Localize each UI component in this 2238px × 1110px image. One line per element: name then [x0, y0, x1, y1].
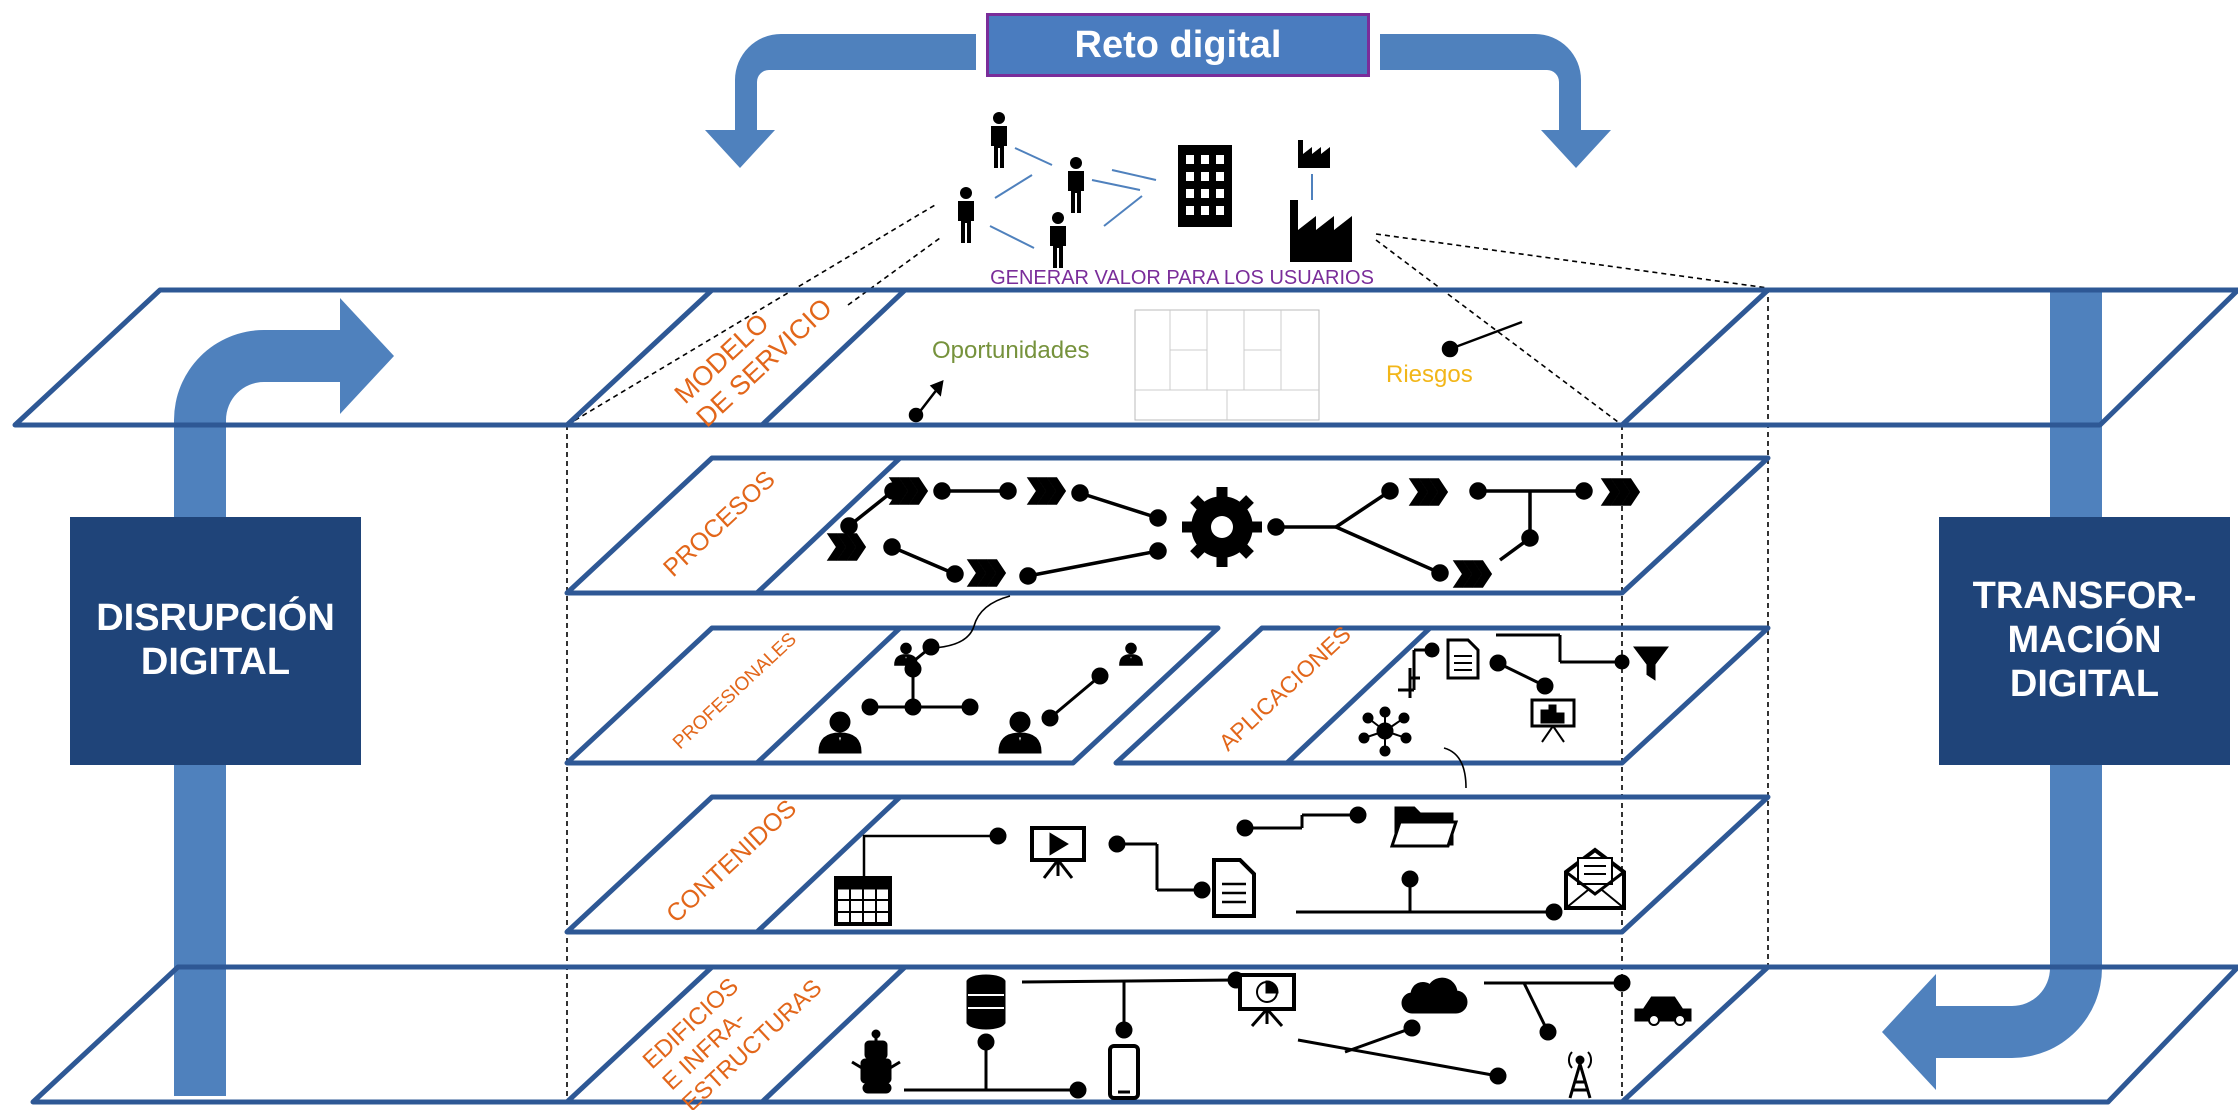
small-factory-icon: [1298, 140, 1330, 168]
network-hub-icon: [1358, 706, 1412, 757]
digital-challenge-title: Reto digital: [986, 13, 1370, 77]
layer-outlines: [12, 287, 2238, 1105]
digital-transformation-line-3: DIGITAL: [2009, 662, 2160, 705]
folder-icon: [1389, 806, 1459, 848]
robot-icon: [851, 1029, 901, 1094]
service-model-content: Oportunidades Riesgos: [908, 309, 1523, 423]
pie-presentation-icon: [1238, 973, 1296, 1027]
presentation-chart-icon: [1530, 698, 1576, 743]
large-factory-icon: [1290, 200, 1352, 262]
digital-disruption-box: DISRUPCIÓN DIGITAL: [70, 517, 361, 765]
digital-transformation-line-2: MACIÓN: [2007, 619, 2162, 662]
layer-contents-plane: [564, 794, 1771, 935]
mobile-phone-icon: [1108, 1044, 1140, 1100]
infrastructure-label: EDIFICIOS E INFRA- ESTRUCTURAS: [638, 932, 828, 1110]
envelope-icon: [1564, 847, 1626, 910]
service-model-label: MODELO DE SERVICIO: [669, 269, 838, 433]
opportunities-label: Oportunidades: [932, 337, 1089, 364]
layer-processes-plane: [564, 455, 1771, 596]
digital-transformation-line-1: TRANSFOR-: [1972, 575, 2197, 618]
database-icon: [966, 974, 1006, 1030]
document-icon: [1446, 638, 1480, 680]
calendar-icon: [834, 876, 892, 926]
contents-content: [834, 806, 1626, 926]
top-right-curved-arrow: [1380, 34, 1611, 168]
professionals-content: [818, 638, 1143, 754]
filter-icon: [1633, 646, 1669, 681]
process-to-professional-connector: [931, 595, 1011, 649]
business-canvas-thumbnail: [1134, 309, 1320, 421]
users-and-companies-icons: [958, 112, 1352, 268]
antenna-tower-icon: [1568, 1051, 1592, 1099]
processes-content: [828, 477, 1640, 588]
infrastructure-content: [851, 971, 1692, 1100]
video-presentation-icon: [1030, 826, 1086, 879]
gear-icon: [1182, 487, 1262, 567]
building-icon: [1178, 145, 1232, 227]
value-caption: GENERAR VALOR PARA LOS USUARIOS: [990, 267, 1374, 289]
digital-disruption-line-1: DISRUPCIÓN: [96, 597, 335, 640]
applications-label: APLICACIONES: [1214, 621, 1356, 756]
top-left-curved-arrow: [705, 34, 976, 168]
layer-service-model-plane: [12, 287, 2238, 428]
cloud-icon: [1401, 977, 1468, 1014]
user-connection-lines: [989, 147, 1313, 249]
layer-applications-plane: [1113, 625, 1771, 766]
car-icon: [1634, 996, 1692, 1026]
file-icon: [1212, 858, 1256, 918]
application-to-content-connector: [1443, 747, 1467, 789]
risks-label: Riesgos: [1386, 361, 1473, 388]
digital-disruption-line-2: DIGITAL: [140, 641, 291, 683]
processes-label: PROCESOS: [658, 465, 781, 582]
layer-professionals-plane: [564, 625, 1221, 766]
applications-content: [1358, 633, 1669, 757]
digital-transformation-box: TRANSFOR- MACIÓN DIGITAL: [1939, 517, 2230, 765]
layer-infrastructure-plane: [30, 964, 2238, 1105]
